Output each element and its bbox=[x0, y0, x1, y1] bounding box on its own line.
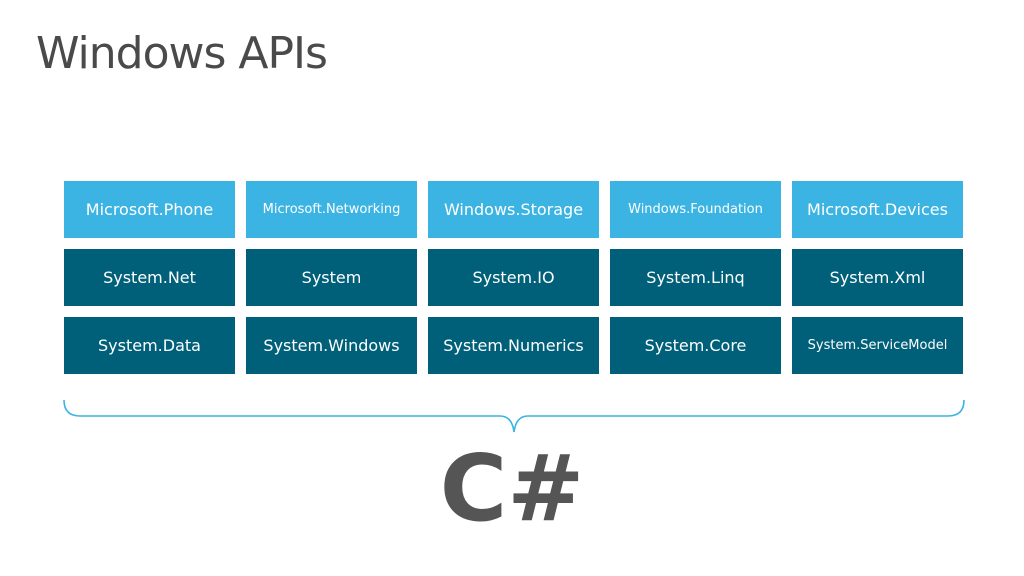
api-box-system-data: System.Data bbox=[64, 317, 235, 374]
slide-title: Windows APIs bbox=[36, 28, 328, 79]
api-box-microsoft-devices: Microsoft.Devices bbox=[792, 181, 963, 238]
api-box-system-servicemodel: System.ServiceModel bbox=[792, 317, 963, 374]
api-box-system-numerics: System.Numerics bbox=[428, 317, 599, 374]
api-box-system-linq: System.Linq bbox=[610, 249, 781, 306]
api-box-microsoft-networking: Microsoft.Networking bbox=[246, 181, 417, 238]
language-label: C# bbox=[439, 435, 585, 542]
brace-path bbox=[63, 399, 965, 433]
api-box-windows-foundation: Windows.Foundation bbox=[610, 181, 781, 238]
api-box-microsoft-phone: Microsoft.Phone bbox=[64, 181, 235, 238]
api-box-system: System bbox=[246, 249, 417, 306]
api-box-system-core: System.Core bbox=[610, 317, 781, 374]
api-box-windows-storage: Windows.Storage bbox=[428, 181, 599, 238]
api-box-system-windows: System.Windows bbox=[246, 317, 417, 374]
api-grid: Microsoft.Phone Microsoft.Networking Win… bbox=[64, 181, 963, 374]
api-box-system-net: System.Net bbox=[64, 249, 235, 306]
api-box-system-io: System.IO bbox=[428, 249, 599, 306]
api-box-system-xml: System.Xml bbox=[792, 249, 963, 306]
